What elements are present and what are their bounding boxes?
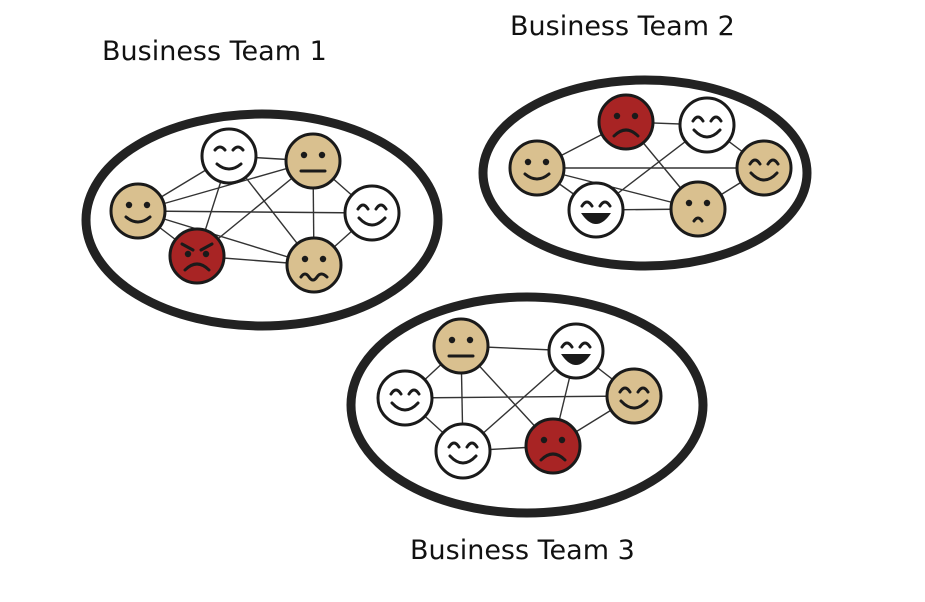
sad-face-icon <box>524 417 582 475</box>
angry-face-icon <box>168 227 226 285</box>
content-face-icon <box>109 182 167 240</box>
sad-face-icon <box>597 93 655 151</box>
team-1-label: Business Team 1 <box>102 36 327 67</box>
team-2-label: Business Team 2 <box>510 11 735 42</box>
team-1-boundary <box>81 109 443 331</box>
laughing-face-icon <box>567 181 625 239</box>
calm-face-icon <box>200 127 258 185</box>
team-3-label: Business Team 3 <box>410 535 635 566</box>
team-1-members <box>109 127 401 294</box>
team-3-members <box>376 317 663 480</box>
team-2-boundary <box>478 75 812 271</box>
happy-face-icon <box>434 422 492 480</box>
team-1-connection <box>137 210 315 266</box>
team-1-group <box>81 109 443 331</box>
team-1-connection <box>137 160 314 212</box>
happy-face-icon <box>735 139 793 197</box>
content-face-icon <box>508 139 566 197</box>
team-3-group <box>346 292 708 518</box>
neutral-face-icon <box>432 317 490 375</box>
neutral-face-icon <box>284 132 342 190</box>
team-1-connection <box>137 210 373 214</box>
worried-face-icon <box>285 236 343 294</box>
team-3-connection <box>404 395 635 399</box>
happy-face-icon <box>678 96 736 154</box>
happy-face-icon <box>376 369 434 427</box>
happy-face-icon <box>343 184 401 242</box>
unsure-face-icon <box>669 180 727 238</box>
happy-face-icon <box>605 367 663 425</box>
team-2-group <box>478 75 812 271</box>
team-3-boundary <box>346 292 708 518</box>
team-2-members <box>508 93 793 239</box>
laughing-face-icon <box>547 322 605 380</box>
